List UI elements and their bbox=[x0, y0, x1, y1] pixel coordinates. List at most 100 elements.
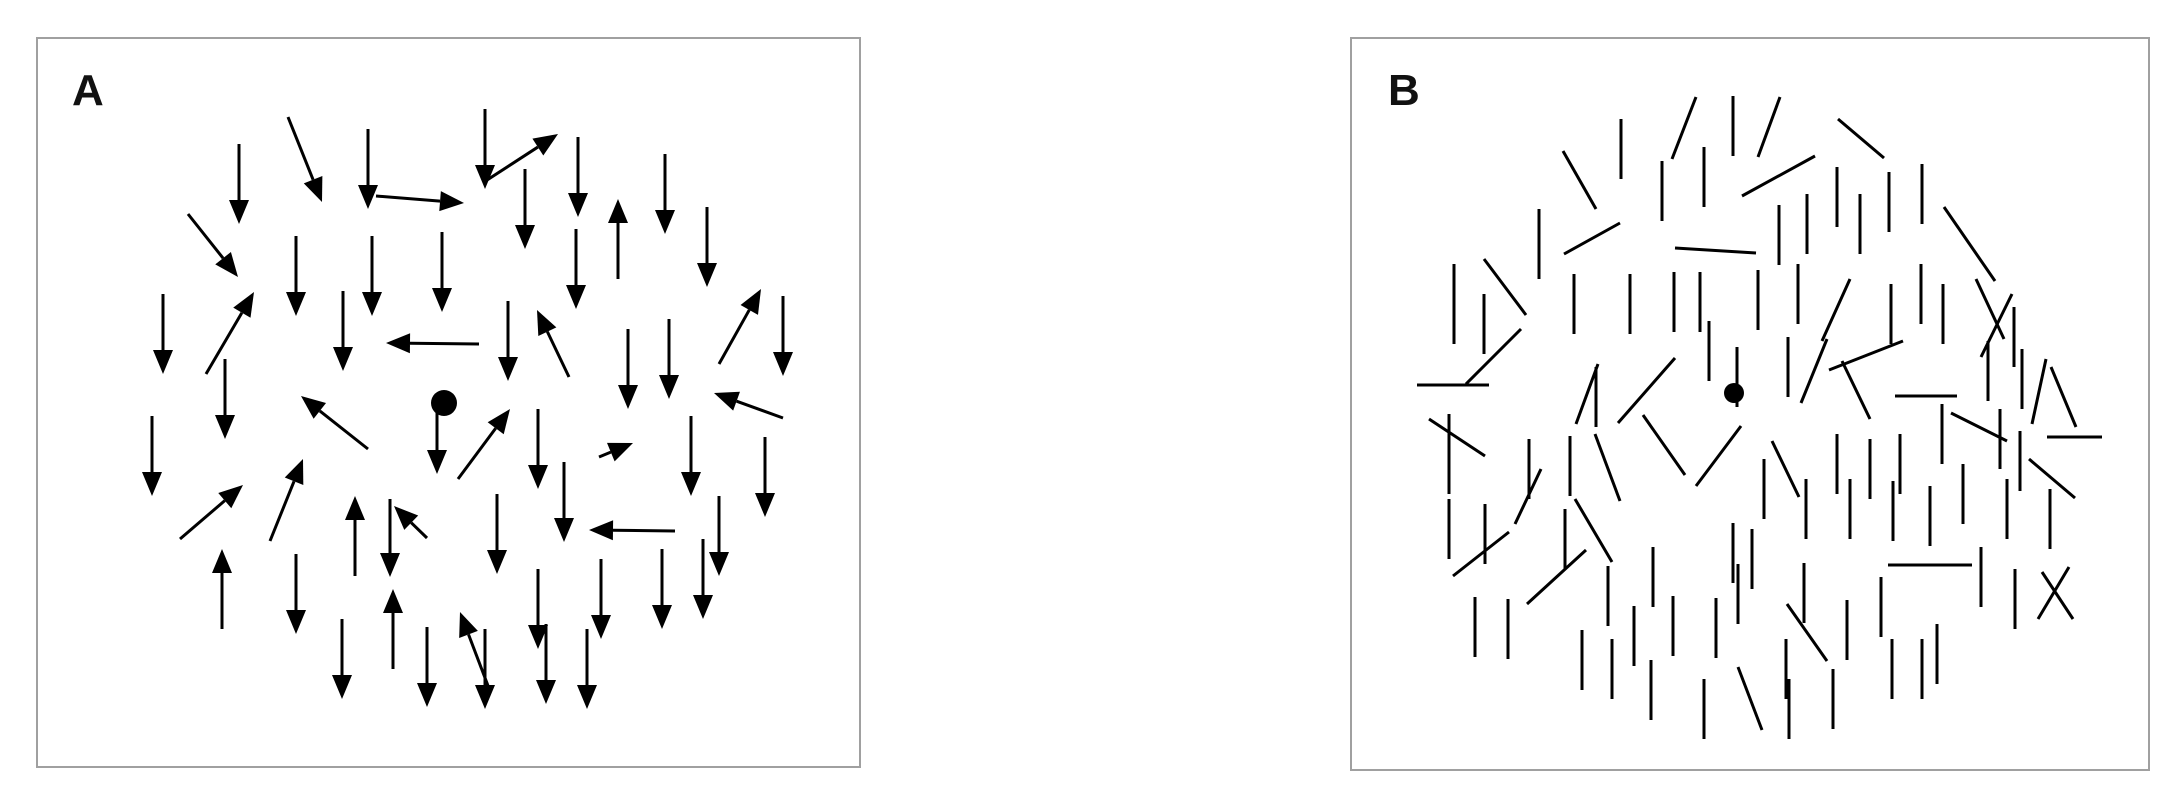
line-segment-6 bbox=[1561, 150, 1598, 210]
line-segment-74 bbox=[1573, 498, 1614, 563]
arrow-2 bbox=[358, 129, 378, 209]
line-segment-19 bbox=[1942, 206, 1997, 282]
line-segment-103 bbox=[2040, 571, 2075, 620]
arrow-18 bbox=[204, 292, 254, 375]
arrow-12 bbox=[608, 199, 628, 279]
line-segment-field bbox=[1417, 96, 2102, 739]
arrow-9 bbox=[515, 169, 535, 249]
arrow-54 bbox=[417, 627, 437, 707]
line-segment-14 bbox=[1563, 221, 1621, 256]
arrow-42 bbox=[394, 506, 429, 540]
arrow-37 bbox=[554, 462, 574, 542]
arrow-46 bbox=[212, 549, 232, 629]
arrow-53 bbox=[332, 619, 352, 699]
arrow-19 bbox=[333, 291, 353, 371]
line-segment-21 bbox=[1482, 258, 1528, 316]
arrow-13 bbox=[566, 229, 586, 309]
line-segment-5 bbox=[1837, 117, 1885, 160]
arrow-48 bbox=[528, 569, 548, 649]
line-segment-60 bbox=[1770, 440, 1801, 498]
line-segment-29 bbox=[1820, 278, 1852, 342]
arrow-50 bbox=[652, 549, 672, 629]
arrow-30 bbox=[142, 416, 162, 496]
line-segment-104 bbox=[2036, 566, 2071, 620]
arrow-43 bbox=[487, 494, 507, 574]
arrow-8 bbox=[483, 134, 558, 184]
arrow-47 bbox=[286, 554, 306, 634]
arrow-6 bbox=[286, 116, 323, 202]
line-segment-33 bbox=[1974, 278, 2006, 340]
arrow-49 bbox=[591, 559, 611, 639]
arrow-55 bbox=[475, 629, 495, 709]
line-segment-38 bbox=[1574, 363, 1600, 425]
panel-b-label: B bbox=[1388, 66, 1420, 115]
line-segment-51 bbox=[2030, 358, 2048, 425]
line-segment-43 bbox=[1799, 338, 1829, 404]
line-segment-58 bbox=[1641, 414, 1687, 476]
arrow-32 bbox=[456, 409, 510, 480]
line-segment-47 bbox=[1950, 411, 2008, 443]
arrow-14 bbox=[286, 236, 306, 316]
line-segment-36 bbox=[1464, 327, 1523, 386]
line-segment-34 bbox=[1979, 293, 2014, 358]
panel-b: B bbox=[1350, 37, 2150, 771]
line-segment-87 bbox=[1525, 548, 1588, 606]
line-segment-2 bbox=[1670, 96, 1698, 160]
line-segment-9 bbox=[1741, 154, 1816, 198]
arrow-39 bbox=[268, 459, 304, 542]
arrow-22 bbox=[386, 333, 480, 354]
arrow-40 bbox=[345, 496, 365, 576]
line-segment-59 bbox=[1694, 425, 1743, 487]
arrow-23 bbox=[498, 301, 518, 381]
arrow-4 bbox=[655, 154, 675, 234]
arrow-41 bbox=[380, 499, 400, 577]
line-segment-70 bbox=[1452, 530, 1510, 578]
arrow-20 bbox=[773, 296, 793, 376]
arrow-58 bbox=[536, 624, 556, 704]
arrow-17 bbox=[153, 294, 173, 374]
arrow-15 bbox=[362, 236, 382, 316]
arrow-25 bbox=[659, 319, 679, 399]
line-segment-108 bbox=[1736, 666, 1764, 731]
arrow-45 bbox=[709, 496, 729, 576]
line-segment-45 bbox=[1828, 339, 1904, 372]
arrow-24 bbox=[618, 329, 638, 409]
arrow-7 bbox=[375, 191, 464, 212]
arrow-44 bbox=[589, 520, 676, 541]
line-segment-15 bbox=[1674, 246, 1757, 255]
line-segment-50 bbox=[2049, 366, 2078, 428]
arrow-10 bbox=[186, 213, 238, 277]
arrow-38 bbox=[179, 485, 243, 541]
arrow-1 bbox=[475, 109, 495, 189]
arrow-36 bbox=[598, 442, 633, 462]
line-segment-72 bbox=[1513, 468, 1543, 525]
line-segment-57 bbox=[1593, 433, 1622, 502]
arrow-34 bbox=[681, 416, 701, 496]
arrow-29 bbox=[301, 396, 369, 451]
fixation-dot-b bbox=[1724, 383, 1744, 403]
line-segment-4 bbox=[1756, 96, 1782, 158]
arrow-21 bbox=[717, 289, 761, 365]
panel-a: A bbox=[36, 37, 861, 768]
arrow-33 bbox=[528, 409, 548, 489]
arrow-28 bbox=[215, 359, 235, 439]
panel-a-label: A bbox=[72, 66, 104, 115]
arrow-57 bbox=[459, 612, 492, 692]
line-segment-68 bbox=[2028, 457, 2076, 500]
arrow-5 bbox=[229, 144, 249, 224]
arrow-27 bbox=[714, 391, 784, 420]
arrow-56 bbox=[577, 629, 597, 709]
arrow-35 bbox=[755, 437, 775, 517]
line-segment-44 bbox=[1840, 360, 1872, 420]
arrow-3 bbox=[568, 137, 588, 217]
line-segment-94 bbox=[1785, 603, 1829, 662]
arrow-field bbox=[142, 109, 793, 709]
line-segment-53 bbox=[1428, 417, 1486, 458]
arrow-26 bbox=[537, 310, 571, 378]
arrow-52 bbox=[383, 589, 403, 669]
fixation-dot-a bbox=[431, 390, 457, 416]
arrow-51 bbox=[693, 539, 713, 619]
line-segment-39 bbox=[1616, 357, 1677, 424]
arrow-16 bbox=[432, 232, 452, 312]
arrow-11 bbox=[697, 207, 717, 287]
